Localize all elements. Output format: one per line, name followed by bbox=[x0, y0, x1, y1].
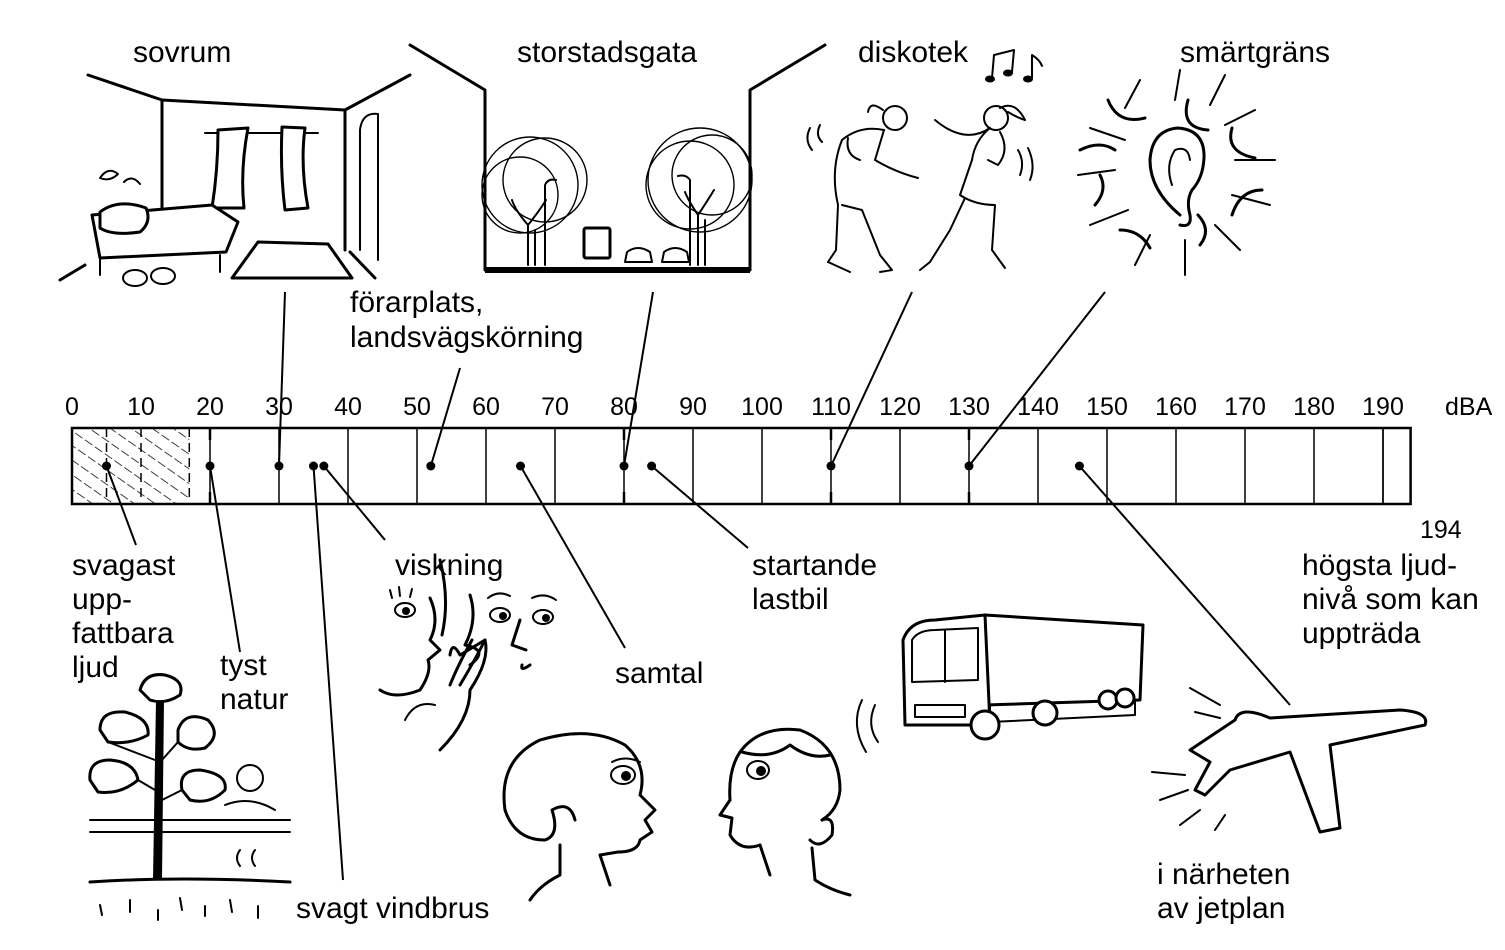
leader-quiet-nature bbox=[209, 465, 241, 653]
marker-dot-conversation bbox=[516, 461, 525, 471]
hatched-region bbox=[72, 428, 190, 504]
leader-conversation bbox=[519, 465, 626, 649]
tick-label: 30 bbox=[265, 393, 293, 421]
tick-label: 80 bbox=[610, 393, 638, 421]
leader-pain-threshold bbox=[968, 291, 1106, 467]
tick-label: 170 bbox=[1224, 393, 1266, 421]
marker-dot-city-street bbox=[619, 461, 629, 471]
leader-whisper bbox=[323, 465, 386, 541]
tick-labels: 0 10 20 30 40 50 60 70 80 90 100 110 120 130 140 150 160… bbox=[65, 393, 1404, 421]
label-pain-threshold: smärtgräns bbox=[1180, 36, 1330, 69]
tick-label: 140 bbox=[1017, 393, 1059, 421]
tick-label: 70 bbox=[541, 393, 569, 421]
leader-jet bbox=[1078, 465, 1291, 706]
label-conversation: samtal bbox=[615, 657, 703, 690]
marker-dot-disco bbox=[826, 461, 836, 471]
label-wind: svagt vindbrus bbox=[296, 892, 489, 925]
label-city-street: storstadsgata bbox=[517, 36, 697, 69]
label-bedroom: sovrum bbox=[133, 36, 231, 69]
jet-illustration bbox=[1151, 687, 1428, 834]
whisper-illustration bbox=[378, 558, 557, 752]
marker-dot-faintest bbox=[102, 461, 111, 471]
bedroom-illustration bbox=[58, 73, 412, 287]
unit-label: dBA bbox=[1445, 393, 1493, 421]
tick-label: 20 bbox=[196, 393, 224, 421]
marker-dot-wind bbox=[309, 461, 318, 471]
max-value-label: 194 bbox=[1420, 516, 1462, 544]
tick-label: 180 bbox=[1293, 393, 1335, 421]
tick-label: 120 bbox=[879, 393, 921, 421]
tick-label: 130 bbox=[948, 393, 990, 421]
tick-label: 100 bbox=[741, 393, 783, 421]
decibel-scale-bar bbox=[70, 426, 1412, 506]
leader-faintest bbox=[105, 465, 137, 546]
label-faintest: svagast upp- fattbara ljud bbox=[72, 549, 184, 684]
leader-disco bbox=[830, 291, 913, 467]
tick-label: 110 bbox=[811, 393, 851, 421]
truck-illustration bbox=[855, 613, 1145, 753]
label-highest: högsta ljud- nivå som kan uppträda bbox=[1302, 549, 1487, 650]
leader-city-street bbox=[623, 291, 654, 467]
marker-dot-truck bbox=[647, 461, 657, 471]
tick-label: 50 bbox=[403, 393, 431, 421]
marker-dot-jet bbox=[1074, 461, 1084, 471]
marker-dot-whisper bbox=[319, 461, 329, 471]
tick-label: 90 bbox=[679, 393, 707, 421]
marker-dot-pain-threshold bbox=[964, 461, 974, 471]
quiet-nature-illustration bbox=[88, 673, 292, 921]
tick-label: 40 bbox=[334, 393, 362, 421]
label-truck: startande lastbil bbox=[752, 549, 885, 616]
leader-driver-seat bbox=[429, 367, 461, 467]
leader-bedroom bbox=[278, 291, 286, 467]
leader-wind bbox=[312, 465, 344, 881]
leader-lines bbox=[102, 291, 1291, 881]
tick-label: 60 bbox=[472, 393, 500, 421]
tick-label: 10 bbox=[127, 393, 155, 421]
disco-illustration bbox=[806, 49, 1043, 273]
scale-frame bbox=[70, 426, 1412, 506]
label-quiet-nature: tyst natur bbox=[220, 649, 288, 716]
pain-threshold-illustration bbox=[1077, 69, 1276, 276]
leader-truck bbox=[650, 465, 749, 549]
label-disco: diskotek bbox=[858, 36, 969, 69]
label-whisper: viskning bbox=[395, 549, 503, 582]
marker-dot-driver-seat bbox=[426, 461, 436, 471]
conversation-illustration bbox=[502, 727, 852, 902]
city-street-illustration bbox=[408, 43, 827, 273]
tick-label: 160 bbox=[1155, 393, 1197, 421]
label-driver-seat: förarplats, landsvägskörning bbox=[350, 286, 583, 354]
tick-label: 190 bbox=[1362, 393, 1404, 421]
tick-label: 150 bbox=[1086, 393, 1128, 421]
tick-label: 0 bbox=[65, 393, 79, 421]
marker-dot-quiet-nature bbox=[205, 461, 215, 471]
marker-dot-bedroom bbox=[274, 461, 284, 471]
label-jet: i närheten av jetplan bbox=[1157, 858, 1299, 925]
